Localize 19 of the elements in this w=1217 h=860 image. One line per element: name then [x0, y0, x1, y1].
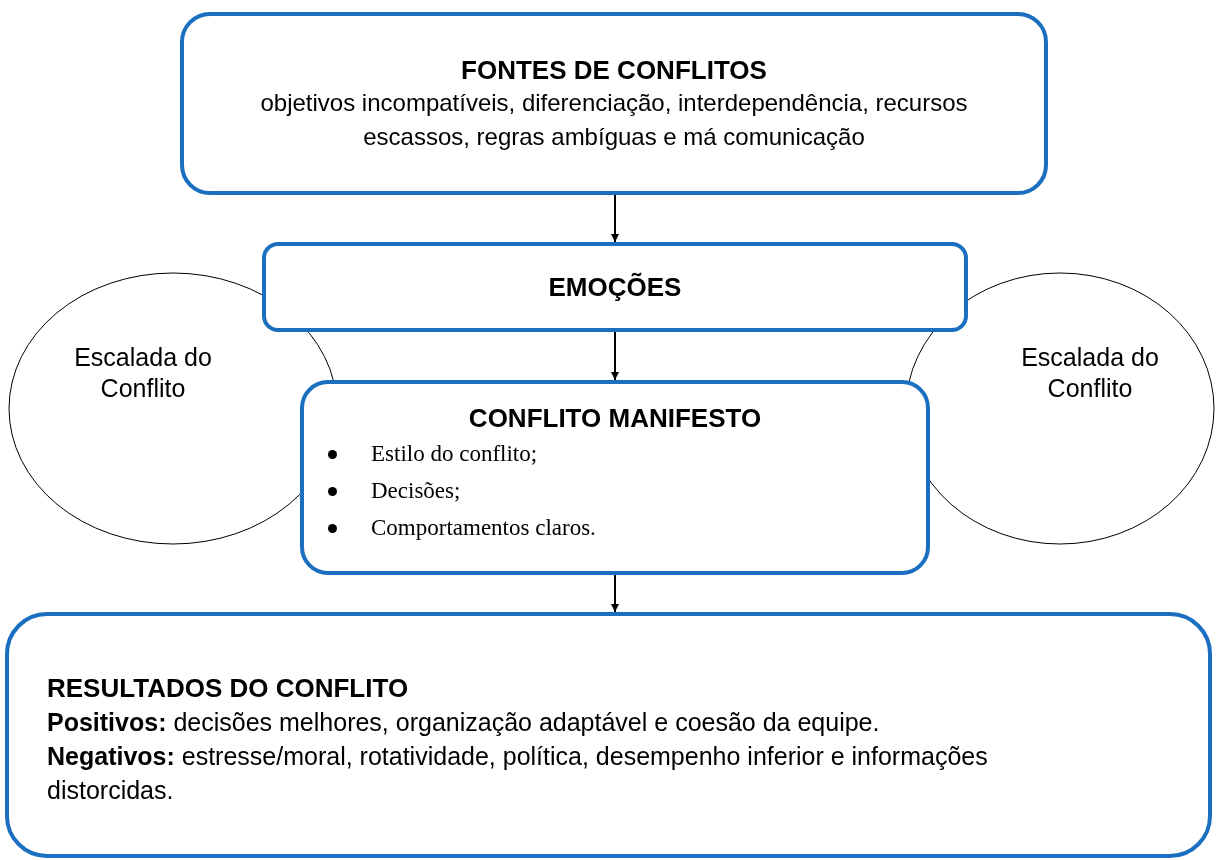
box-heading: CONFLITO MANIFESTO [467, 402, 763, 434]
list-item: Estilo do conflito; [371, 440, 538, 469]
box-heading: RESULTADOS DO CONFLITO [47, 672, 410, 705]
process-box [262, 242, 968, 332]
list-item: Comportamentos claros. [371, 514, 596, 543]
ellipse-label: Escalada do Conflito [1020, 342, 1160, 404]
box-text: objetivos incompatíveis, diferenciação, interdependência, recursos escassos, regras ambíguas e má comunicação [259, 87, 969, 152]
box-text: Negativos: estresse/moral, rotatividade, política, desempenho inferior e informações distorcidas. [47, 741, 989, 806]
box-heading: EMOÇÕES [548, 270, 682, 304]
process-box [5, 612, 1212, 858]
list-item: Decisões; [371, 477, 461, 506]
process-box [300, 380, 930, 575]
arrow [611, 574, 619, 613]
ellipse-label: Escalada do Conflito [73, 342, 213, 404]
box-heading: FONTES DE CONFLITOS [461, 53, 767, 86]
process-box [180, 12, 1048, 195]
arrow [611, 331, 619, 381]
box-text: Positivos: decisões melhores, organização adaptável e coesão da equipe. [47, 707, 881, 738]
arrow [611, 194, 619, 243]
